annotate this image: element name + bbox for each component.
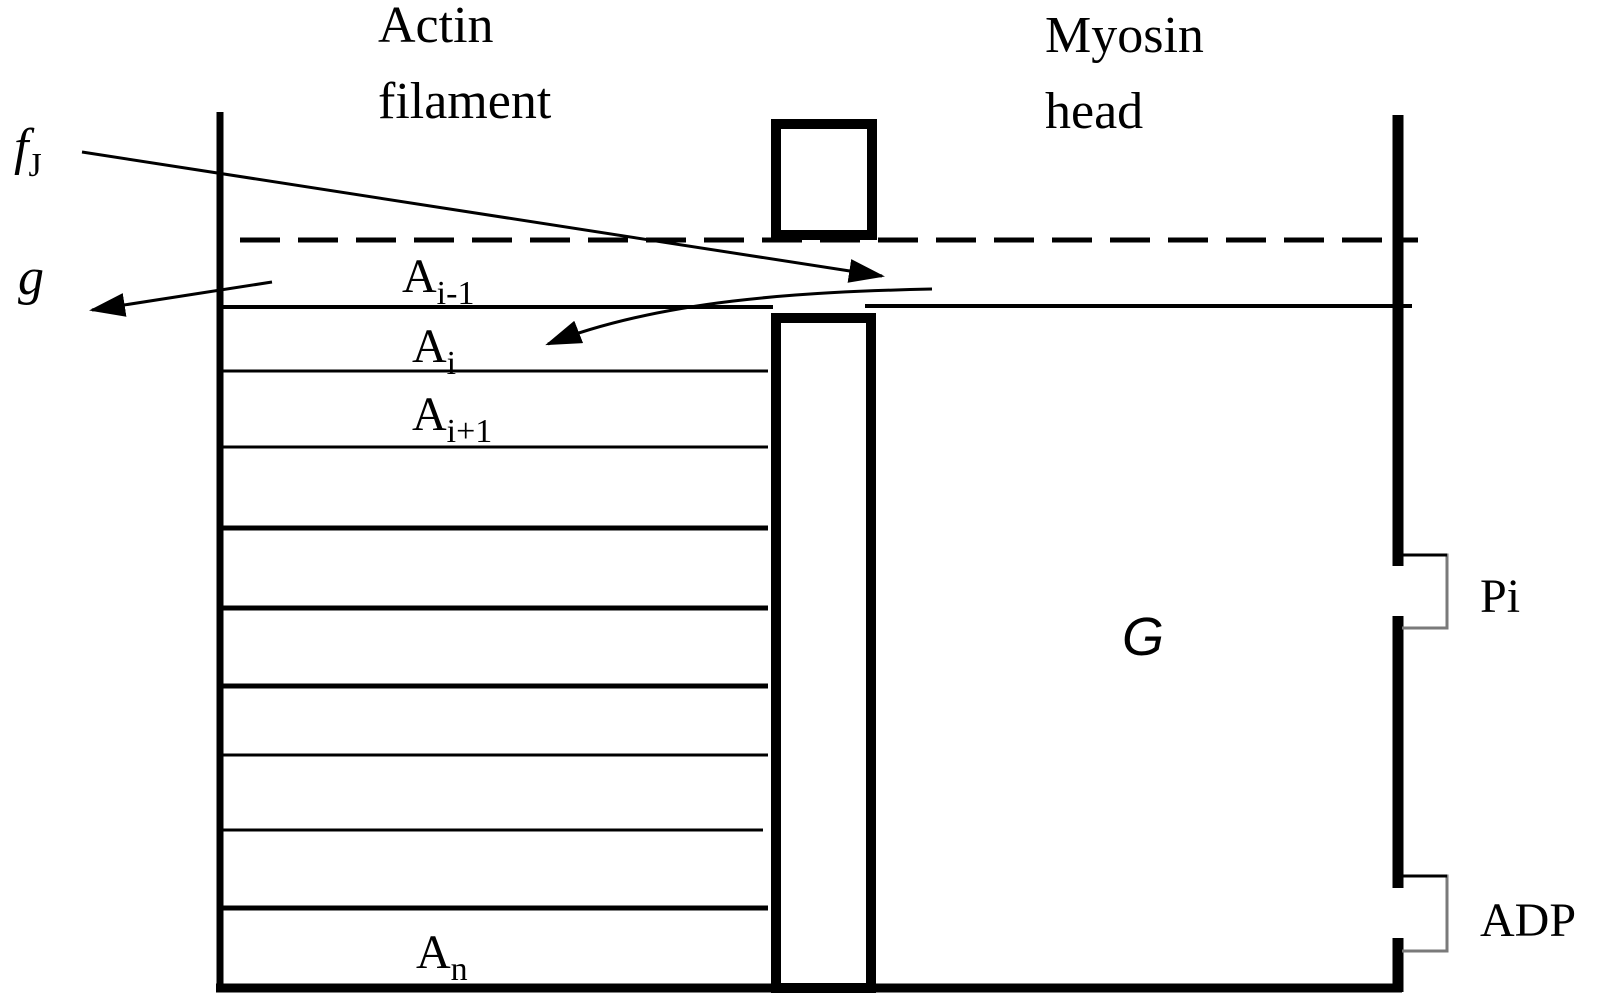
- adp-port: [1402, 874, 1449, 953]
- g-energy-label: G: [1122, 607, 1164, 667]
- myosin-label-line1: Myosin: [1045, 7, 1204, 64]
- a-ip1-sub: i+1: [447, 413, 493, 450]
- pi-port: [1402, 553, 1449, 630]
- a-n-sub: n: [451, 951, 468, 988]
- actin-label-line2: filament: [378, 73, 552, 130]
- g-arrow: [89, 280, 273, 317]
- a-ip1-base: A: [412, 388, 447, 441]
- a-i-base: A: [412, 320, 447, 373]
- fj-sub: J: [28, 147, 41, 184]
- myosin-label-line2: head: [1045, 83, 1143, 140]
- a-im1-label: Ai-1: [402, 250, 474, 312]
- upper-small-box: [771, 119, 877, 240]
- a-i-label: Ai: [412, 320, 456, 382]
- a-im1-base: A: [402, 250, 437, 303]
- fj-arrow: [81, 150, 885, 283]
- adp-label: ADP: [1480, 894, 1576, 947]
- a-im1-sub: i-1: [437, 275, 475, 312]
- binding-arrow: [545, 287, 933, 346]
- fj-label: fJ: [14, 119, 42, 184]
- a-i-sub: i: [447, 345, 456, 382]
- pi-label: Pi: [1480, 570, 1520, 623]
- g-label: g: [18, 249, 44, 306]
- a-n-base: A: [416, 926, 451, 979]
- actin-label-line1: Actin: [378, 0, 494, 54]
- lever-arm-box: [771, 313, 876, 993]
- a-ip1-label: Ai+1: [412, 388, 492, 450]
- a-n-label: An: [416, 926, 468, 988]
